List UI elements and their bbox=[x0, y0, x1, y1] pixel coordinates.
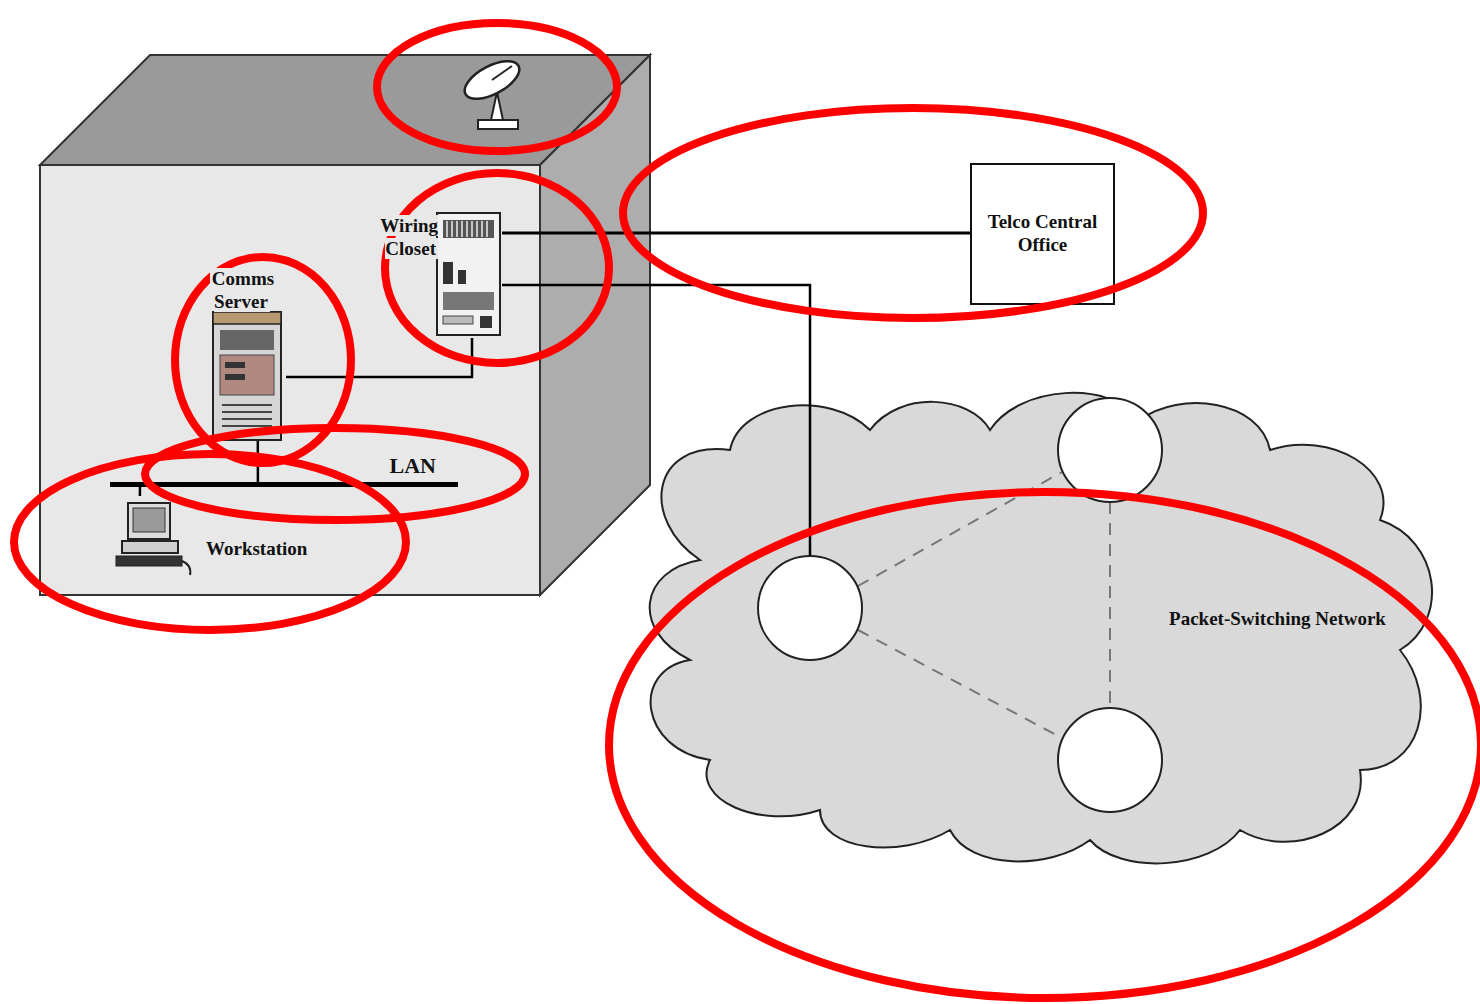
node-label: Packet-Switching Network bbox=[1165, 608, 1390, 631]
wiring-closet: Wiring Closet bbox=[342, 213, 502, 338]
highlight-ellipse bbox=[609, 492, 1480, 998]
workstation: Workstation bbox=[112, 496, 357, 588]
telco-office-box: Telco Central Office bbox=[970, 163, 1115, 305]
workstation-computer bbox=[116, 503, 190, 575]
network-link bbox=[502, 232, 970, 235]
label-patch: Workstation bbox=[204, 538, 309, 559]
label-patch: Wiring Closet bbox=[378, 215, 438, 259]
building-side bbox=[540, 55, 650, 595]
node-label: Workstation bbox=[204, 538, 309, 561]
lan-bus: LAN bbox=[110, 482, 458, 487]
wiring-rack bbox=[437, 213, 500, 335]
building-front bbox=[40, 165, 540, 595]
server-tower bbox=[213, 312, 281, 440]
network-link bbox=[502, 285, 810, 556]
network-link bbox=[286, 338, 472, 377]
highlight-ellipse bbox=[385, 173, 609, 363]
network-link bbox=[139, 487, 142, 496]
highlight-ellipse bbox=[175, 257, 351, 463]
satellite-dish bbox=[459, 54, 525, 129]
highlight-ellipse bbox=[14, 454, 406, 630]
node-label: Comms Server bbox=[192, 268, 292, 314]
comms-server: Comms Server bbox=[198, 268, 286, 441]
label-patch: Comms Server bbox=[210, 268, 274, 312]
packet-network-cloud: Packet-Switching Network bbox=[625, 380, 1475, 880]
cloud-shape bbox=[625, 380, 1475, 880]
node-label: Wiring Closet bbox=[346, 215, 438, 261]
label-patch: LAN bbox=[388, 453, 438, 478]
highlight-ellipse bbox=[145, 428, 525, 520]
highlight-ellipse bbox=[623, 108, 1203, 318]
highlight-ellipse bbox=[377, 23, 617, 151]
building-roof bbox=[40, 55, 650, 165]
node-label: LAN bbox=[388, 453, 438, 479]
network-link bbox=[257, 441, 260, 482]
node-label: Telco Central Office bbox=[980, 211, 1105, 257]
